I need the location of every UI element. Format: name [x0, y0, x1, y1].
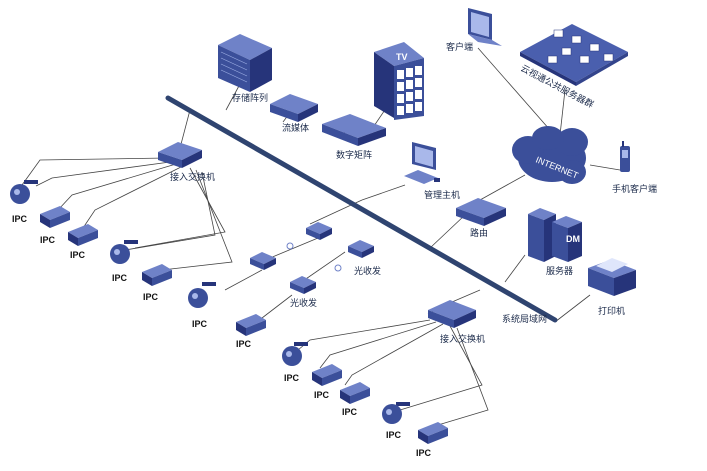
box-camera-icon [418, 422, 448, 444]
ipc-label: IPC [416, 448, 432, 458]
box-camera-icon [340, 382, 370, 404]
server-icon [528, 208, 582, 262]
access-switch-lower-icon [428, 300, 476, 328]
lan-backbone [165, 95, 558, 323]
fiber-marker-icon [286, 242, 294, 250]
access-switch-upper-icon [158, 142, 202, 168]
internet-cloud-icon [512, 126, 588, 184]
transceiver-icon [250, 252, 276, 270]
cloud-server-group-icon [520, 24, 628, 86]
streaming-media-icon [270, 94, 318, 122]
dome-camera-icon [110, 240, 138, 264]
dome-camera-icon [10, 180, 38, 204]
dome-camera-icon [382, 402, 410, 424]
management-host-label: 管理主机 [424, 189, 460, 201]
dome-camera-icon [188, 282, 216, 308]
ipc-label: IPC [192, 319, 208, 329]
ipc-label: IPC [236, 339, 252, 349]
ipc-label: IPC [386, 430, 402, 440]
storage-array-label: 存储阵列 [232, 92, 268, 104]
tv-wall-icon [374, 42, 424, 120]
box-camera-icon [312, 364, 342, 386]
ipc-label: IPC [70, 250, 86, 260]
laptop-icon [468, 8, 502, 46]
router-icon [456, 198, 506, 226]
box-camera-icon [236, 314, 266, 336]
ipc-label: IPC [112, 273, 128, 283]
ipc-label: IPC [40, 235, 56, 245]
transceiver-label: 光收发 [354, 265, 381, 277]
ipc-label: IPC [284, 373, 300, 383]
dm-label: DM [566, 234, 580, 244]
access-switch-lower-label: 接入交换机 [440, 333, 485, 345]
dome-camera-icon [282, 342, 308, 366]
router-label: 路由 [470, 227, 488, 239]
ipc-label: IPC [342, 407, 358, 417]
box-camera-icon [68, 224, 98, 246]
transceiver-icon [290, 276, 316, 294]
printer-label: 打印机 [598, 305, 625, 317]
transceiver-icon [348, 240, 374, 258]
system-lan-label: 系统局域网 [502, 313, 547, 325]
mobile-phone-icon [620, 141, 630, 172]
client-label: 客户端 [446, 41, 473, 53]
transceiver-icon [306, 222, 332, 240]
ipc-label: IPC [12, 214, 28, 224]
digital-matrix-label: 数字矩阵 [336, 149, 372, 161]
printer-icon [588, 258, 636, 296]
management-host-icon [404, 142, 440, 184]
connection-lines [21, 47, 621, 429]
transceiver-label: 光收发 [290, 297, 317, 309]
access-switch-upper-label: 接入交换机 [170, 171, 215, 183]
mobile-client-label: 手机客户端 [612, 183, 657, 195]
box-camera-icon [40, 206, 70, 228]
ipc-label: IPC [314, 390, 330, 400]
tv-label: TV [396, 52, 408, 62]
digital-matrix-icon [322, 114, 386, 146]
streaming-media-label: 流媒体 [282, 122, 309, 134]
box-camera-icon [142, 264, 172, 286]
ipc-label: IPC [143, 292, 159, 302]
fiber-marker-icon [334, 264, 342, 272]
storage-array-icon [218, 34, 272, 92]
server-label: 服务器 [546, 265, 573, 277]
